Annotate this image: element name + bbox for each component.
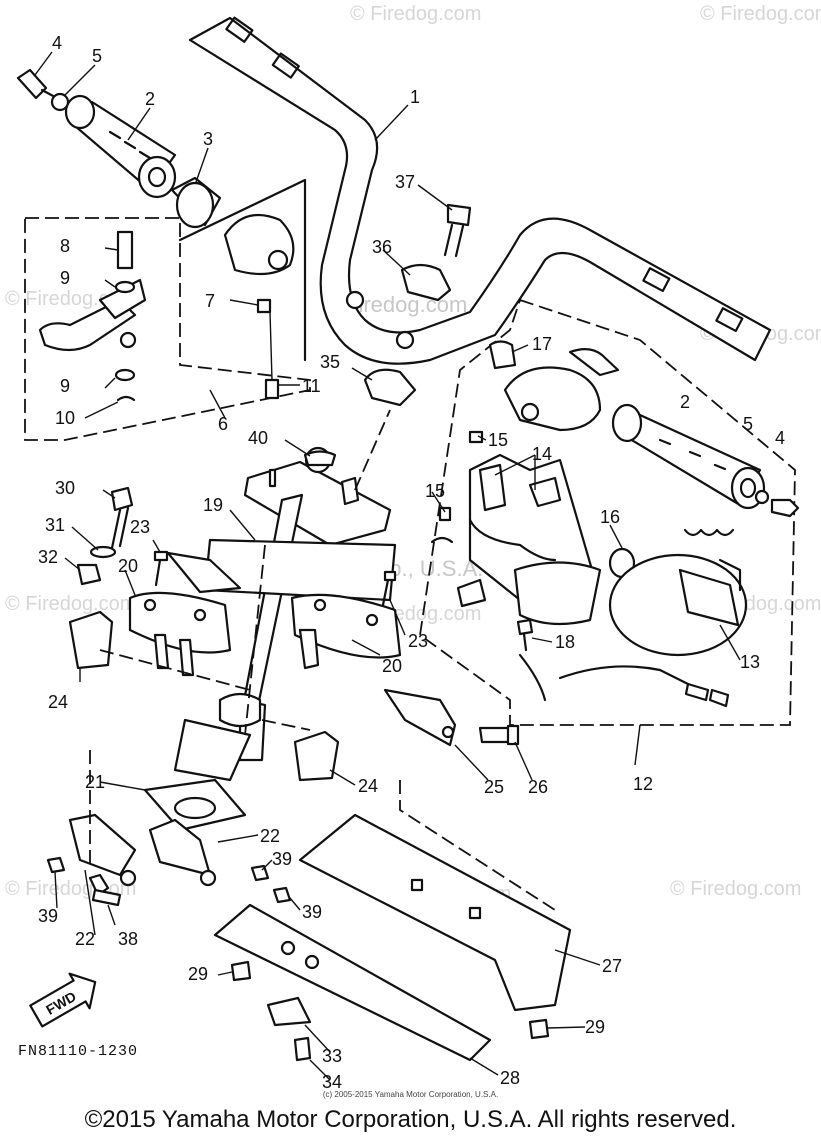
callout-9: 9 bbox=[60, 376, 70, 396]
leader-lines bbox=[34, 51, 741, 1081]
callout-26: 26 bbox=[528, 777, 548, 797]
callout-4: 4 bbox=[52, 33, 62, 53]
callout-34: 34 bbox=[322, 1072, 342, 1092]
callout-15: 15 bbox=[488, 430, 508, 450]
grip-end-cap bbox=[170, 176, 222, 229]
reference-line bbox=[244, 544, 266, 736]
diagram-code: FN81110-1230 bbox=[18, 1043, 139, 1060]
callout-24: 24 bbox=[48, 692, 68, 712]
callout-13: 13 bbox=[740, 652, 760, 672]
callout-30: 30 bbox=[55, 478, 75, 498]
callout-29: 29 bbox=[585, 1017, 605, 1037]
callout-9: 9 bbox=[60, 268, 70, 288]
watermark: © Firedog.com bbox=[670, 878, 801, 900]
lower-clamps bbox=[46, 813, 292, 907]
callout-5: 5 bbox=[92, 46, 102, 66]
watermark: © Firedog.com bbox=[350, 3, 481, 25]
callout-10: 10 bbox=[55, 408, 75, 428]
callout-36: 36 bbox=[372, 237, 392, 257]
callout-33: 33 bbox=[322, 1046, 342, 1066]
callout-19: 19 bbox=[203, 495, 223, 515]
callout-18: 18 bbox=[555, 632, 575, 652]
callout-15: 15 bbox=[425, 481, 445, 501]
reference-line bbox=[399, 780, 556, 911]
callout-37: 37 bbox=[395, 172, 415, 192]
handlebar bbox=[188, 16, 772, 365]
callout-23: 23 bbox=[130, 517, 150, 537]
callout-22: 22 bbox=[75, 929, 95, 949]
callout-4: 4 bbox=[775, 428, 785, 448]
callout-29: 29 bbox=[188, 964, 208, 984]
lower-plates bbox=[213, 813, 572, 1062]
bolt-4-left bbox=[16, 68, 57, 100]
reference-line bbox=[99, 649, 251, 691]
callout-24: 24 bbox=[358, 776, 378, 796]
footer-copyright: ©2015 Yamaha Motor Corporation, U.S.A. A… bbox=[84, 1106, 737, 1133]
callout-23: 23 bbox=[408, 631, 428, 651]
callout-2: 2 bbox=[680, 392, 690, 412]
callout-17: 17 bbox=[532, 334, 552, 354]
callout-39: 39 bbox=[38, 906, 58, 926]
callout-8: 8 bbox=[60, 236, 70, 256]
spacer-blocks bbox=[68, 610, 340, 782]
watermark: © Firedog.com bbox=[5, 593, 136, 615]
callout-1: 1 bbox=[410, 87, 420, 107]
bracket-25 bbox=[383, 688, 520, 747]
callout-39: 39 bbox=[302, 902, 322, 922]
callout-35: 35 bbox=[320, 352, 340, 372]
callout-7: 7 bbox=[205, 291, 215, 311]
callout-11: 11 bbox=[302, 376, 321, 396]
callout-22: 22 bbox=[260, 826, 280, 846]
callout-5: 5 bbox=[743, 414, 753, 434]
right-switch-assembly bbox=[419, 298, 800, 726]
callout-20: 20 bbox=[118, 556, 138, 576]
small-copyright: (c) 2005-2015 Yamaha Motor Corporation, … bbox=[322, 1090, 499, 1099]
callout-27: 27 bbox=[602, 956, 622, 976]
callout-6: 6 bbox=[218, 414, 228, 434]
callout-3: 3 bbox=[203, 129, 213, 149]
watermark: Firedog.com bbox=[345, 292, 467, 317]
handlebar-clamps bbox=[363, 203, 472, 407]
reference-line bbox=[354, 409, 391, 491]
watermark: © Firedog.com bbox=[700, 3, 821, 25]
washer-5-left bbox=[50, 92, 70, 112]
gasket bbox=[143, 778, 247, 832]
callout-20: 20 bbox=[382, 656, 402, 676]
callout-28: 28 bbox=[500, 1068, 520, 1088]
left-grip bbox=[64, 94, 177, 199]
left-lever-assembly bbox=[24, 178, 311, 441]
callout-25: 25 bbox=[484, 777, 504, 797]
forward-arrow: FWD bbox=[29, 972, 97, 1028]
callout-14: 14 bbox=[532, 444, 552, 464]
callout-12: 12 bbox=[633, 774, 653, 794]
reference-line bbox=[261, 719, 311, 731]
callout-21: 21 bbox=[85, 772, 105, 792]
callout-2: 2 bbox=[145, 89, 155, 109]
callout-32: 32 bbox=[38, 547, 58, 567]
callout-16: 16 bbox=[600, 507, 620, 527]
callout-numbers: 1 2 2 3 4 4 5 5 6 7 8 9 9 10 11 12 13 14… bbox=[38, 33, 785, 1092]
callout-31: 31 bbox=[45, 515, 65, 535]
dampers bbox=[128, 591, 402, 677]
callout-38: 38 bbox=[118, 929, 138, 949]
callout-39: 39 bbox=[272, 849, 292, 869]
callout-40: 40 bbox=[248, 428, 268, 448]
